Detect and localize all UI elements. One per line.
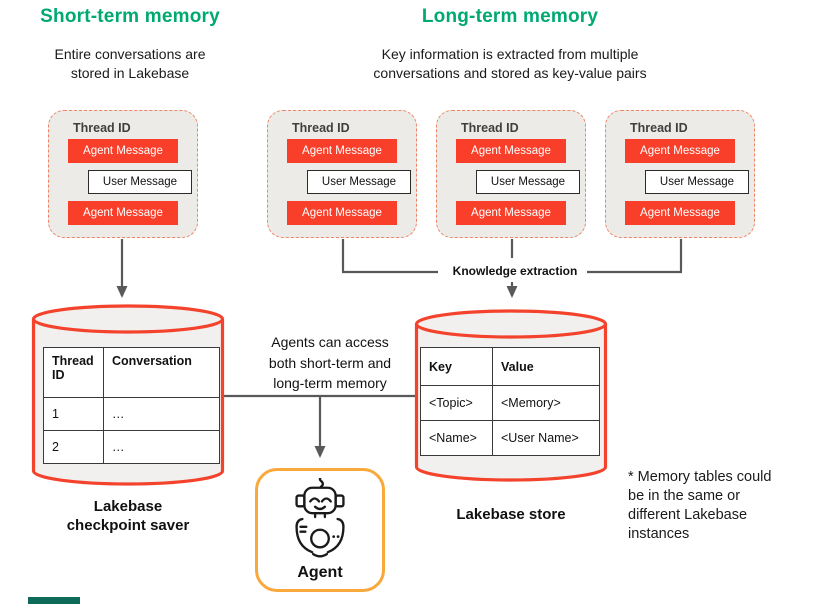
- cell-value: <User Name>: [492, 420, 600, 456]
- cell-key: <Name>: [420, 420, 493, 456]
- table-row: <Topic> <Memory>: [420, 385, 600, 421]
- cell-key: <Topic>: [420, 385, 493, 421]
- memory-tables-footnote: * Memory tables could be in the same or …: [628, 469, 772, 543]
- thread-card-long-term-1: Thread ID Agent Message User Message Age…: [267, 110, 417, 238]
- thread-id-label: Thread ID: [292, 121, 350, 135]
- column-header: Value: [492, 347, 600, 386]
- short-term-memory-subtitle: Entire conversations are stored in Lakeb…: [54, 46, 206, 82]
- lakebase-checkpoint-saver-label: Lakebase checkpoint saver: [66, 498, 190, 534]
- cell-conversation: …: [103, 397, 220, 431]
- cell-thread-id: 1: [43, 397, 104, 431]
- lakebase-store-label: Lakebase store: [456, 506, 566, 523]
- robot-agent-icon: [295, 478, 345, 558]
- table-row: 1 …: [43, 397, 220, 431]
- thread-card-long-term-2: Thread ID Agent Message User Message Age…: [436, 110, 586, 238]
- agent-label: Agent: [297, 564, 343, 581]
- user-message-box: User Message: [88, 170, 192, 194]
- agent-message-box: Agent Message: [625, 139, 735, 163]
- agent-message-box: Agent Message: [456, 139, 566, 163]
- user-message-box: User Message: [307, 170, 411, 194]
- thread-id-label: Thread ID: [461, 121, 519, 135]
- agent-message-box: Agent Message: [456, 201, 566, 225]
- bottom-edge-teal-bar: [28, 597, 80, 604]
- long-term-memory-subtitle: Key information is extracted from multip…: [373, 46, 647, 82]
- cell-conversation: …: [103, 430, 220, 464]
- agent-box: Agent: [255, 468, 385, 592]
- table-row: 2 …: [43, 430, 220, 464]
- column-header: Conversation: [103, 347, 220, 398]
- table-row: <Name> <User Name>: [420, 420, 600, 456]
- agents-access-note: Agents can access both short-term and lo…: [268, 334, 392, 392]
- thread-card-short-term: Thread ID Agent Message User Message Age…: [48, 110, 198, 238]
- agent-message-box: Agent Message: [68, 139, 178, 163]
- short-term-memory-title: Short-term memory: [40, 6, 220, 27]
- agent-message-box: Agent Message: [68, 201, 178, 225]
- column-header: Key: [420, 347, 493, 386]
- agent-message-box: Agent Message: [287, 201, 397, 225]
- thread-card-long-term-3: Thread ID Agent Message User Message Age…: [605, 110, 755, 238]
- thread-id-label: Thread ID: [630, 121, 688, 135]
- store-table: Key Value <Topic> <Memory> <Name> <User …: [420, 347, 600, 456]
- long-term-memory-title: Long-term memory: [421, 6, 599, 27]
- agent-message-box: Agent Message: [287, 139, 397, 163]
- agent-message-box: Agent Message: [625, 201, 735, 225]
- knowledge-extraction-label: Knowledge extraction: [452, 264, 578, 278]
- column-header: Thread ID: [43, 347, 104, 398]
- checkpoint-table: Thread ID Conversation 1 … 2 …: [43, 347, 220, 464]
- user-message-box: User Message: [645, 170, 749, 194]
- thread-id-label: Thread ID: [73, 121, 131, 135]
- cell-thread-id: 2: [43, 430, 104, 464]
- user-message-box: User Message: [476, 170, 580, 194]
- cell-value: <Memory>: [492, 385, 600, 421]
